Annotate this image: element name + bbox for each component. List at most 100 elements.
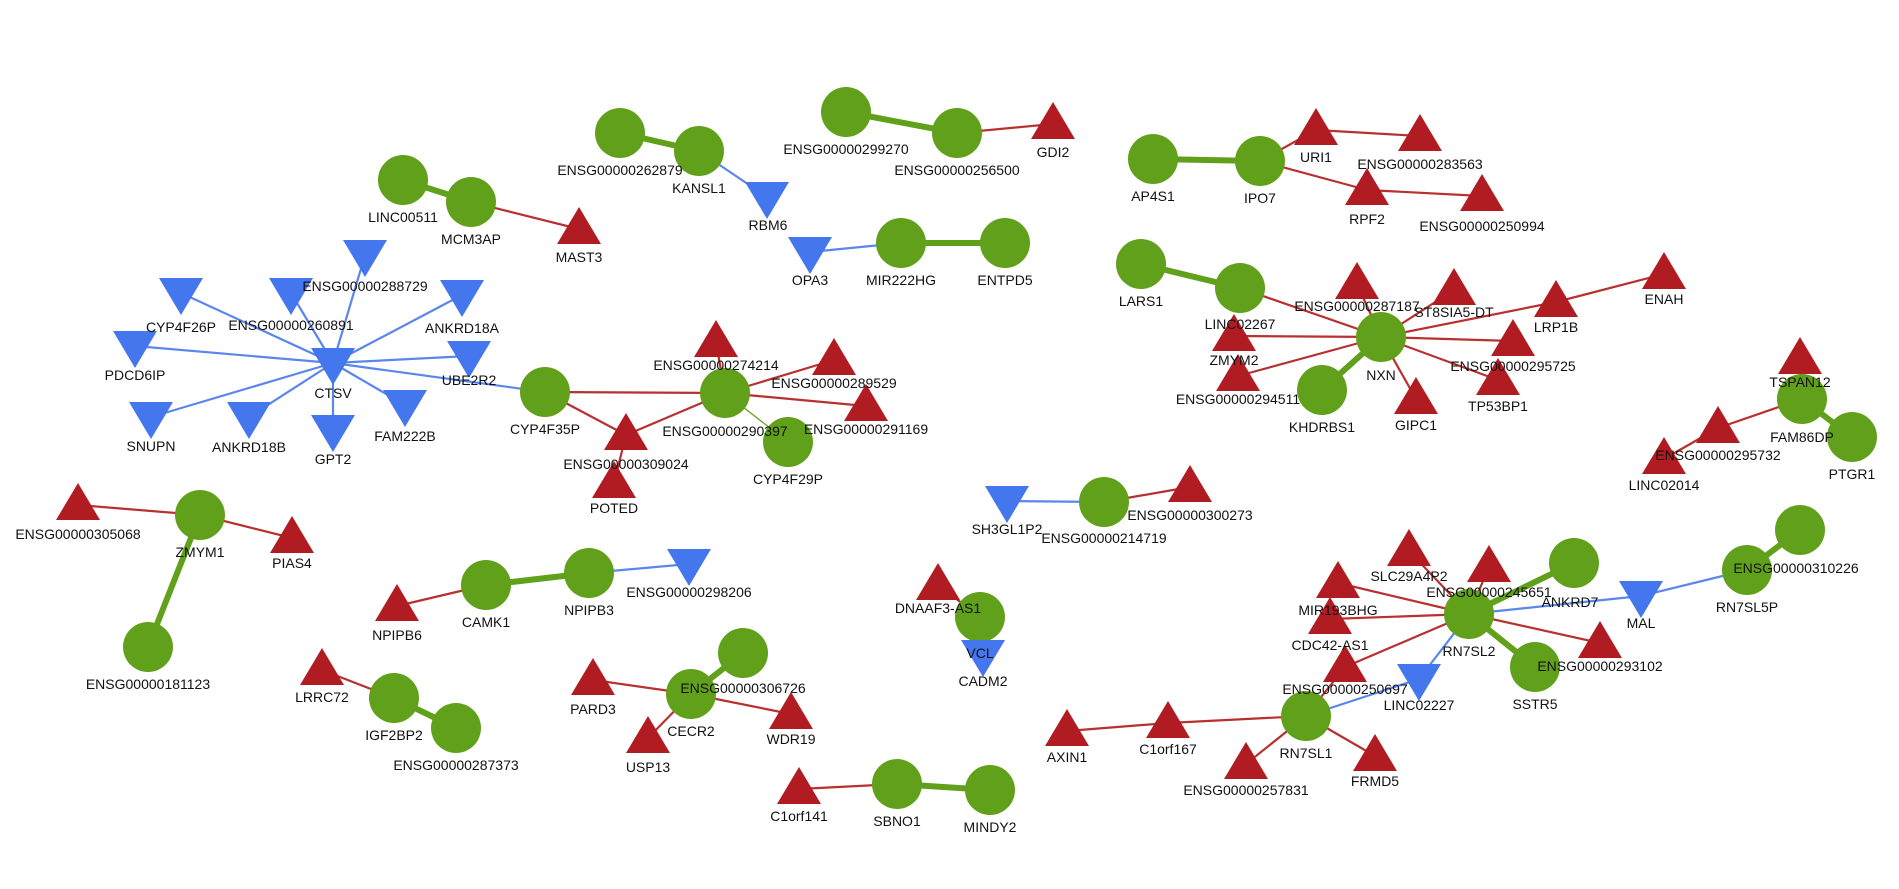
node-zmym2[interactable]: [1212, 314, 1256, 351]
node-ensg00000288729[interactable]: [343, 240, 387, 277]
node-ensg00000293102[interactable]: [1578, 621, 1622, 658]
node-ctsv[interactable]: [311, 348, 355, 385]
node-linc00511[interactable]: [378, 155, 428, 205]
node-ensg00000245651[interactable]: [1467, 545, 1511, 582]
node-tspan12[interactable]: [1778, 337, 1822, 374]
node-ankrd7[interactable]: [1549, 538, 1599, 588]
node-mast3[interactable]: [557, 207, 601, 244]
node-ankrd18b[interactable]: [227, 402, 271, 439]
node-kansl1[interactable]: [674, 126, 724, 176]
node-rn7sl2[interactable]: [1444, 589, 1494, 639]
node-ensg00000287187[interactable]: [1335, 262, 1379, 299]
node-mir222hg[interactable]: [876, 218, 926, 268]
node-pias4[interactable]: [270, 516, 314, 553]
node-rn7sl1[interactable]: [1281, 691, 1331, 741]
node-nxn[interactable]: [1356, 312, 1406, 362]
node-pard3[interactable]: [571, 658, 615, 695]
node-dnaaf3-as1[interactable]: [916, 563, 960, 600]
node-label-ensg00000298206: ENSG00000298206: [626, 584, 752, 600]
node-fam222b[interactable]: [383, 390, 427, 427]
node-ensg00000310226[interactable]: [1775, 505, 1825, 555]
node-uri1[interactable]: [1294, 108, 1338, 145]
node-camk1[interactable]: [461, 560, 511, 610]
node-vcl[interactable]: [955, 592, 1005, 642]
node-mindy2[interactable]: [965, 765, 1015, 815]
node-axin1[interactable]: [1045, 709, 1089, 746]
node-ensg00000250697[interactable]: [1323, 645, 1367, 682]
node-ensg00000298206[interactable]: [667, 549, 711, 586]
node-gipc1[interactable]: [1394, 377, 1438, 414]
node-wdr19[interactable]: [769, 692, 813, 729]
node-rbm6[interactable]: [745, 182, 789, 219]
node-ensg00000214719[interactable]: [1079, 477, 1129, 527]
node-lrp1b[interactable]: [1534, 280, 1578, 317]
node-npipb3[interactable]: [564, 548, 614, 598]
node-sh3gl1p2[interactable]: [985, 486, 1029, 523]
node-cecr2[interactable]: [666, 669, 716, 719]
node-ensg00000306726[interactable]: [718, 628, 768, 678]
node-st8sia5-dt[interactable]: [1432, 268, 1476, 305]
node-mir193bhg[interactable]: [1316, 561, 1360, 598]
node-zmym1[interactable]: [175, 490, 225, 540]
node-tp53bp1[interactable]: [1476, 358, 1520, 395]
node-rpf2[interactable]: [1345, 168, 1389, 205]
node-ensg00000309024[interactable]: [604, 413, 648, 450]
node-linc02014[interactable]: [1642, 437, 1686, 474]
node-usp13[interactable]: [626, 716, 670, 753]
node-snupn[interactable]: [129, 402, 173, 439]
node-ube2r2[interactable]: [447, 341, 491, 378]
node-ensg00000274214[interactable]: [694, 320, 738, 357]
node-ensg00000260891[interactable]: [269, 278, 313, 315]
node-opa3[interactable]: [788, 237, 832, 274]
node-c1orf141[interactable]: [777, 767, 821, 804]
node-ensg00000262879[interactable]: [595, 108, 645, 158]
node-gdi2[interactable]: [1031, 102, 1075, 139]
node-frmd5[interactable]: [1353, 734, 1397, 771]
node-ensg00000299270[interactable]: [821, 87, 871, 137]
node-c1orf167[interactable]: [1146, 701, 1190, 738]
node-ptgr1[interactable]: [1827, 412, 1877, 462]
node-ap4s1[interactable]: [1128, 134, 1178, 184]
node-rn7sl5p[interactable]: [1722, 545, 1772, 595]
node-ensg00000181123[interactable]: [123, 622, 173, 672]
node-ipo7[interactable]: [1235, 136, 1285, 186]
node-label-kansl1: KANSL1: [672, 180, 726, 196]
node-cyp4f35p[interactable]: [520, 367, 570, 417]
node-ensg00000295725[interactable]: [1491, 319, 1535, 356]
node-ensg00000283563[interactable]: [1398, 114, 1442, 151]
node-npipb6[interactable]: [375, 584, 419, 621]
node-pdcd6ip[interactable]: [113, 331, 157, 368]
node-ensg00000250994[interactable]: [1460, 174, 1504, 211]
node-entpd5[interactable]: [980, 218, 1030, 268]
node-ensg00000290397[interactable]: [700, 368, 750, 418]
node-linc02267[interactable]: [1215, 263, 1265, 313]
node-ensg00000287373[interactable]: [431, 703, 481, 753]
node-cadm2[interactable]: [961, 640, 1005, 677]
node-slc29a4p2[interactable]: [1387, 529, 1431, 566]
node-cyp4f26p[interactable]: [159, 278, 203, 315]
node-igf2bp2[interactable]: [369, 673, 419, 723]
node-cyp4f29p[interactable]: [763, 417, 813, 467]
node-ensg00000291169[interactable]: [844, 384, 888, 421]
node-mcm3ap[interactable]: [446, 177, 496, 227]
node-cdc42-as1[interactable]: [1308, 597, 1352, 634]
node-sstr5[interactable]: [1510, 642, 1560, 692]
node-fam86dp[interactable]: [1777, 374, 1827, 424]
node-ensg00000289529[interactable]: [812, 338, 856, 375]
node-ensg00000257831[interactable]: [1224, 742, 1268, 779]
node-mal[interactable]: [1619, 581, 1663, 618]
node-linc02227[interactable]: [1397, 664, 1441, 701]
node-gpt2[interactable]: [311, 415, 355, 452]
node-enah[interactable]: [1642, 252, 1686, 289]
node-khdrbs1[interactable]: [1297, 365, 1347, 415]
node-ensg00000305068[interactable]: [56, 483, 100, 520]
node-ensg00000256500[interactable]: [932, 108, 982, 158]
node-ensg00000295732[interactable]: [1696, 406, 1740, 443]
node-poted[interactable]: [592, 461, 636, 498]
node-ensg00000300273[interactable]: [1168, 465, 1212, 502]
node-ensg00000294511[interactable]: [1216, 354, 1260, 391]
node-lars1[interactable]: [1116, 239, 1166, 289]
node-sbno1[interactable]: [872, 759, 922, 809]
node-ankrd18a[interactable]: [440, 280, 484, 317]
node-lrrc72[interactable]: [300, 648, 344, 685]
